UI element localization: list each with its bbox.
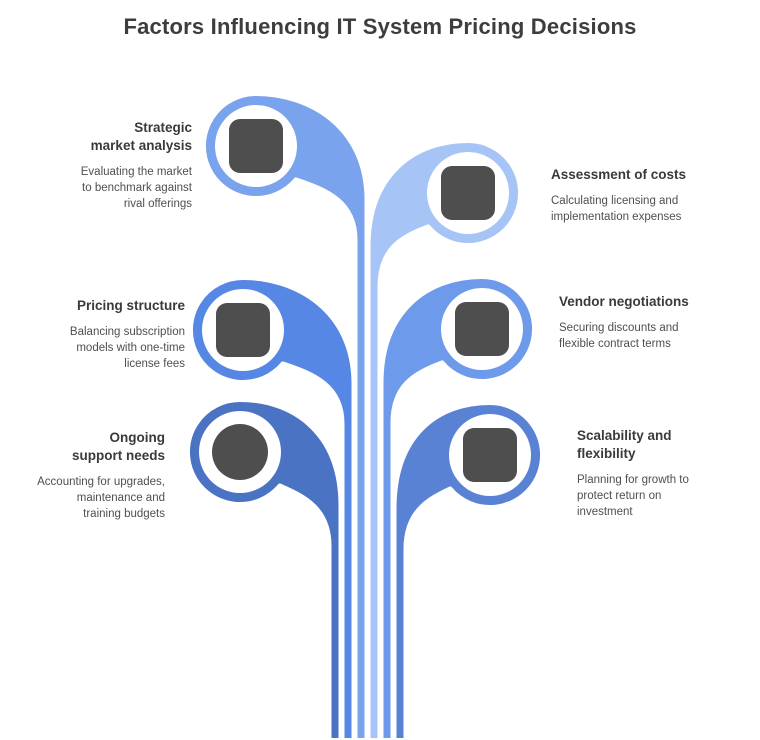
branch-description: Balancing subscription models with one-t…: [69, 325, 185, 371]
branch-description: Securing discounts and flexible contract…: [559, 321, 679, 351]
blurred-icon: [229, 119, 283, 173]
blurred-icon: [212, 424, 268, 480]
leaf-bottom-left: [185, 398, 343, 740]
branch-heading: Ongoing support needs: [71, 430, 165, 463]
branch-description: Planning for growth to protect return on…: [577, 473, 689, 519]
branch-text-bottom-left: Ongoing support needs Accounting for upg…: [5, 429, 165, 523]
leaf-middle-right: [379, 275, 537, 740]
branch-description: Accounting for upgrades, maintenance and…: [37, 475, 165, 521]
branch-text-top-left: Strategic market analysis Evaluating the…: [12, 119, 192, 213]
blurred-icon: [455, 302, 509, 356]
branch-text-top-right: Assessment of costs Calculating licensin…: [551, 166, 741, 225]
blurred-icon: [463, 428, 517, 482]
branch-text-middle-left: Pricing structure Balancing subscription…: [10, 297, 185, 373]
branch-text-middle-right: Vendor negotiations Securing discounts a…: [559, 293, 744, 352]
blurred-icon: [441, 166, 495, 220]
branch-heading: Pricing structure: [76, 298, 185, 313]
leaf-top-right: [366, 139, 523, 740]
branch-description: Calculating licensing and implementation…: [551, 194, 682, 224]
branch-heading: Assessment of costs: [551, 167, 687, 182]
branch-heading: Vendor negotiations: [559, 294, 689, 309]
branch-text-bottom-right: Scalability and flexibility Planning for…: [577, 427, 757, 521]
diagram-title: Factors Influencing IT System Pricing De…: [123, 14, 637, 39]
branch-heading: Strategic market analysis: [90, 120, 192, 153]
branch-heading: Scalability and flexibility: [577, 428, 672, 461]
leaf-middle-left: [188, 276, 356, 740]
leaf-top-left: [201, 92, 369, 740]
leaf-bottom-right: [392, 401, 545, 740]
branch-description: Evaluating the market to benchmark again…: [80, 165, 192, 211]
blurred-icon: [216, 303, 270, 357]
